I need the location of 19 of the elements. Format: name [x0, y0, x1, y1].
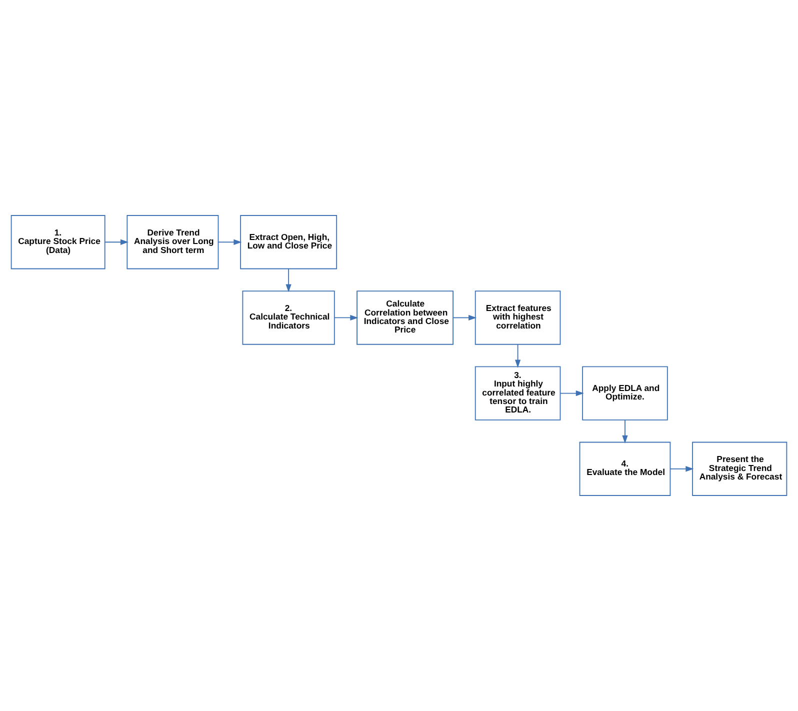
- node-box: Apply EDLA and Optimize.: [582, 366, 668, 420]
- node-box: Extract features with highest correlation: [474, 290, 561, 345]
- arrow: [560, 390, 584, 396]
- arrow: [334, 314, 358, 321]
- node-box: Extract Open, High, Low and Close Price: [240, 215, 338, 270]
- node-box: 1. Capture Stock Price (Data): [10, 215, 106, 270]
- arrow: [218, 239, 242, 245]
- arrow: [622, 420, 628, 444]
- node-box: Calculate Correlation between Indicators and Close Price: [356, 290, 454, 345]
- node-box: Derive Trend Analysis over Long and Short term: [126, 215, 219, 270]
- arrow: [670, 466, 694, 472]
- arrow: [514, 344, 521, 368]
- arrow: [286, 268, 292, 292]
- arrow: [104, 239, 129, 245]
- node-box: 2. Calculate Technical Indicators: [242, 290, 335, 345]
- arrow: [452, 314, 477, 321]
- node-box: 3. Input highly correlated feature tensor to train EDLA.: [474, 366, 561, 420]
- node-box: Present the Strategic Trend Analysis & Forecast: [692, 442, 788, 496]
- node-box: 4. Evaluate the Model: [579, 442, 671, 496]
